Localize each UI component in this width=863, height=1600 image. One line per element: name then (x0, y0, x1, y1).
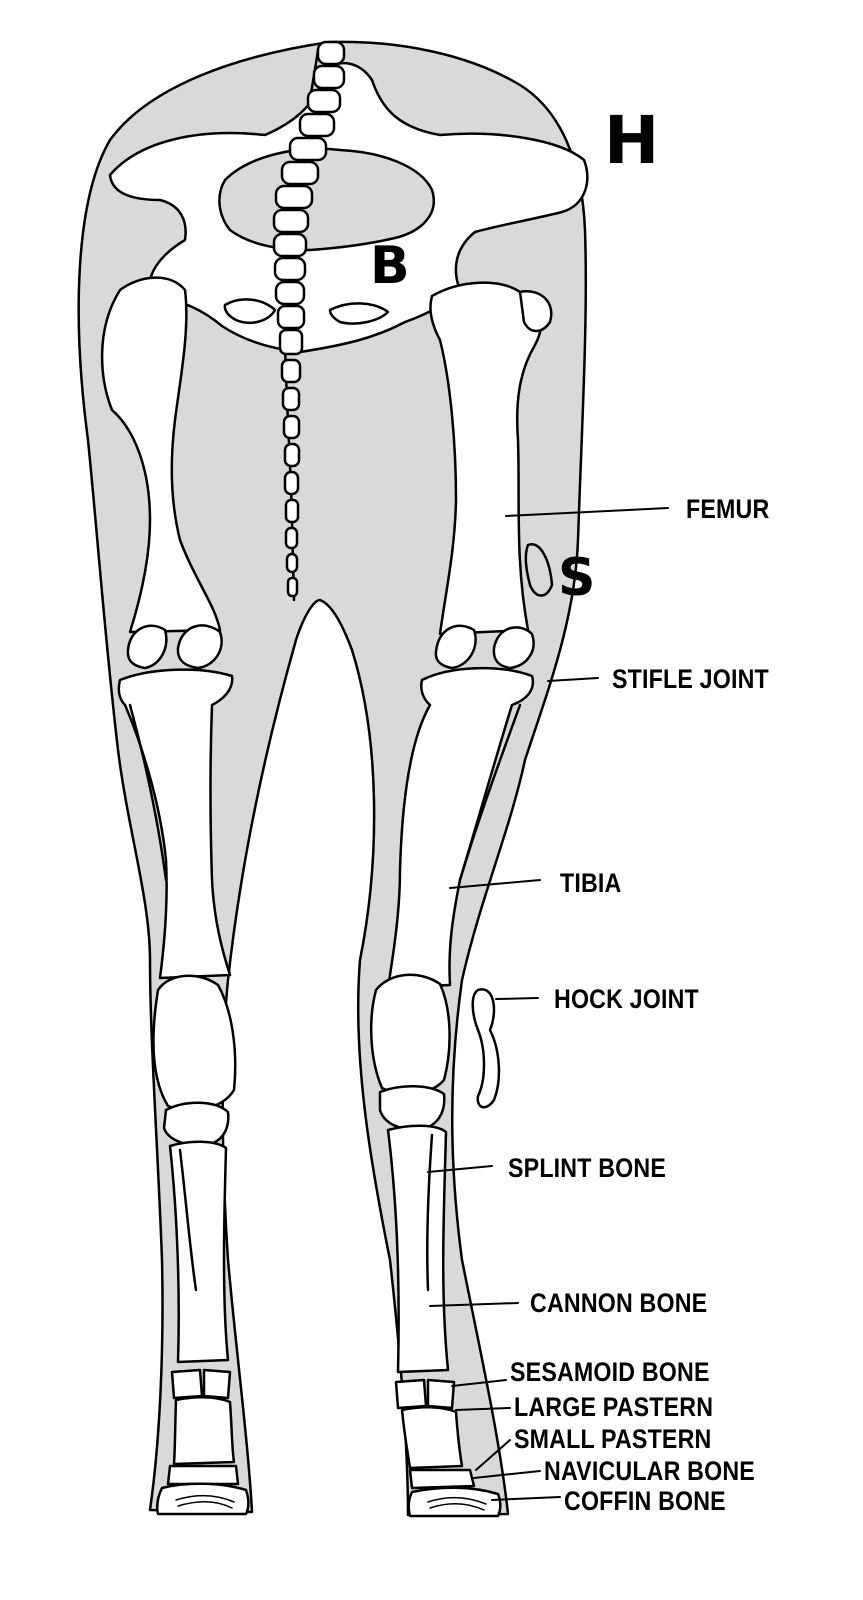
label-stifle-joint: STIFLE JOINT (612, 664, 769, 694)
leader-splint-bone (427, 1165, 493, 1173)
left-coffin (155, 1482, 250, 1516)
leader-femur (505, 507, 669, 517)
label-splint-bone: SPLINT BONE (508, 1153, 666, 1183)
leader-cannon-bone (429, 1302, 519, 1307)
leader-small-pastern (475, 1439, 511, 1471)
letter-b: B (370, 236, 410, 296)
label-sesamoid-bone: SESAMOID BONE (510, 1357, 710, 1387)
left-patella-2 (176, 624, 223, 670)
right-fibula (458, 703, 522, 882)
right-large-pastern (400, 1406, 464, 1470)
left-coffin-grooves (175, 1495, 235, 1509)
leader-stifle-joint (547, 677, 599, 682)
label-tibia: TIBIA (560, 868, 622, 898)
left-cannon (168, 1140, 230, 1364)
right-small-pastern (408, 1468, 476, 1490)
right-coffin (407, 1486, 502, 1518)
left-splint (178, 1148, 198, 1292)
left-large-pastern (172, 1396, 236, 1466)
pelvis-foramen (218, 147, 435, 252)
letter-h: H (604, 102, 660, 179)
right-cannon (386, 1124, 450, 1374)
right-hock-tarsals (378, 1084, 446, 1132)
leader-sesamoid-bone (451, 1379, 507, 1387)
leader-tibia (449, 879, 541, 889)
obturator-left (223, 298, 277, 324)
left-hock (152, 974, 237, 1112)
label-hock-joint: HOCK JOINT (554, 984, 699, 1014)
right-trochanter (518, 290, 553, 333)
right-sesamoid (394, 1378, 456, 1410)
label-large-pastern: LARGE PASTERN (514, 1392, 714, 1422)
right-tibia (386, 666, 535, 990)
right-condyle-2 (492, 626, 535, 670)
left-fibula (128, 703, 168, 882)
right-splint (425, 1133, 434, 1292)
right-patella (524, 543, 554, 597)
leader-large-pastern (455, 1407, 511, 1411)
leader-coffin-bone (491, 1496, 561, 1501)
left-hock-tarsals (162, 1101, 230, 1148)
leader-lines (427, 507, 669, 1501)
label-coffin-bone: COFFIN BONE (564, 1486, 726, 1516)
right-coffin-grooves (427, 1497, 487, 1511)
label-femur: FEMUR (686, 494, 770, 524)
obturator-right (328, 302, 390, 325)
letter-s: S (558, 548, 596, 608)
vertebrae (272, 40, 346, 598)
label-cannon-bone: CANNON BONE (530, 1288, 708, 1318)
right-condyle-1 (434, 624, 477, 670)
label-navicular-bone: NAVICULAR BONE (544, 1456, 755, 1486)
left-small-pastern (166, 1464, 240, 1486)
leader-hock-joint (495, 997, 539, 1000)
leader-navicular-bone (473, 1470, 541, 1479)
right-hock (369, 973, 451, 1096)
right-calcaneus (471, 988, 501, 1109)
label-small-pastern: SMALL PASTERN (514, 1424, 712, 1454)
left-patella (126, 624, 168, 670)
left-sesamoid (170, 1368, 232, 1400)
left-femur (100, 276, 222, 634)
